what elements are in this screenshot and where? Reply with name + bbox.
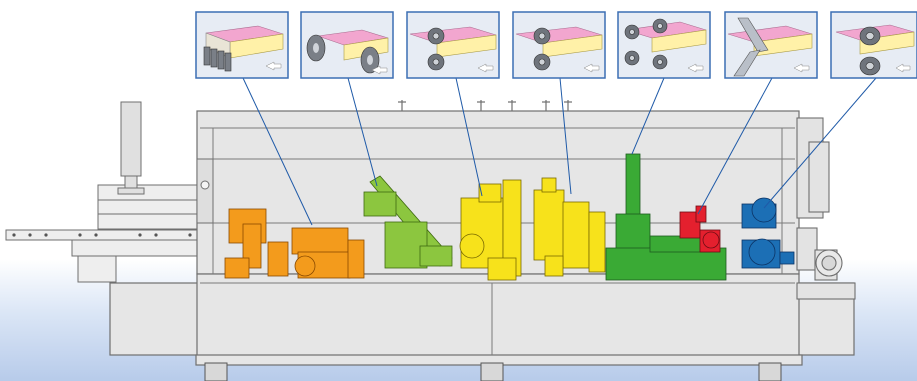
feed-arrow-icon (793, 63, 810, 73)
station-fine-trimming (533, 177, 606, 277)
feed-arrow-icon (687, 63, 704, 73)
corner-rounding-icon (624, 18, 668, 70)
leader-line-gluing (242, 77, 313, 226)
end-trim-saw-icon (306, 34, 380, 74)
buffing-wheel-icon (859, 26, 881, 76)
infeed-rail-bolts (12, 233, 192, 237)
fine-trim-cutter-icon (533, 27, 551, 71)
panel-corner-rounding (617, 11, 711, 79)
machine-legs (204, 362, 782, 381)
feed-arrow-icon (895, 63, 911, 73)
station-rough-trimming (459, 179, 522, 281)
feed-arrow-icon (371, 65, 388, 75)
panel-gluing (195, 11, 289, 79)
panel-buffing (830, 11, 917, 79)
leader-line-scraping (697, 77, 773, 215)
station-end-trimming (363, 175, 453, 269)
station-scraping (679, 205, 721, 253)
station-corner-rounding (605, 153, 727, 281)
rough-trim-cutter-icon (427, 27, 445, 71)
leader-line-buffing (763, 77, 877, 209)
top-posts (398, 100, 572, 111)
leader-lines (242, 77, 877, 226)
feed-arrow-icon (583, 63, 600, 73)
glue-roller-icon (203, 46, 232, 72)
infeed-rail (5, 184, 207, 283)
leader-line-corner-rounding (631, 77, 665, 155)
premill-motor (117, 101, 145, 195)
infeed-door (196, 158, 214, 224)
outfeed-housing (796, 117, 856, 300)
feed-arrow-icon (265, 61, 282, 71)
leader-line-rough-trimming (455, 77, 483, 197)
panel-rough-trimming (406, 11, 500, 79)
panel-end-trimming (300, 11, 394, 79)
station-buffing (741, 197, 795, 269)
scraper-blade-icon (733, 17, 769, 77)
station-gluing-unit (224, 208, 365, 279)
panel-fine-trimming (512, 11, 606, 79)
leader-line-end-trimming (347, 77, 378, 187)
panel-scraping (724, 11, 818, 79)
feed-arrow-icon (477, 63, 494, 73)
leader-line-fine-trimming (559, 77, 572, 195)
